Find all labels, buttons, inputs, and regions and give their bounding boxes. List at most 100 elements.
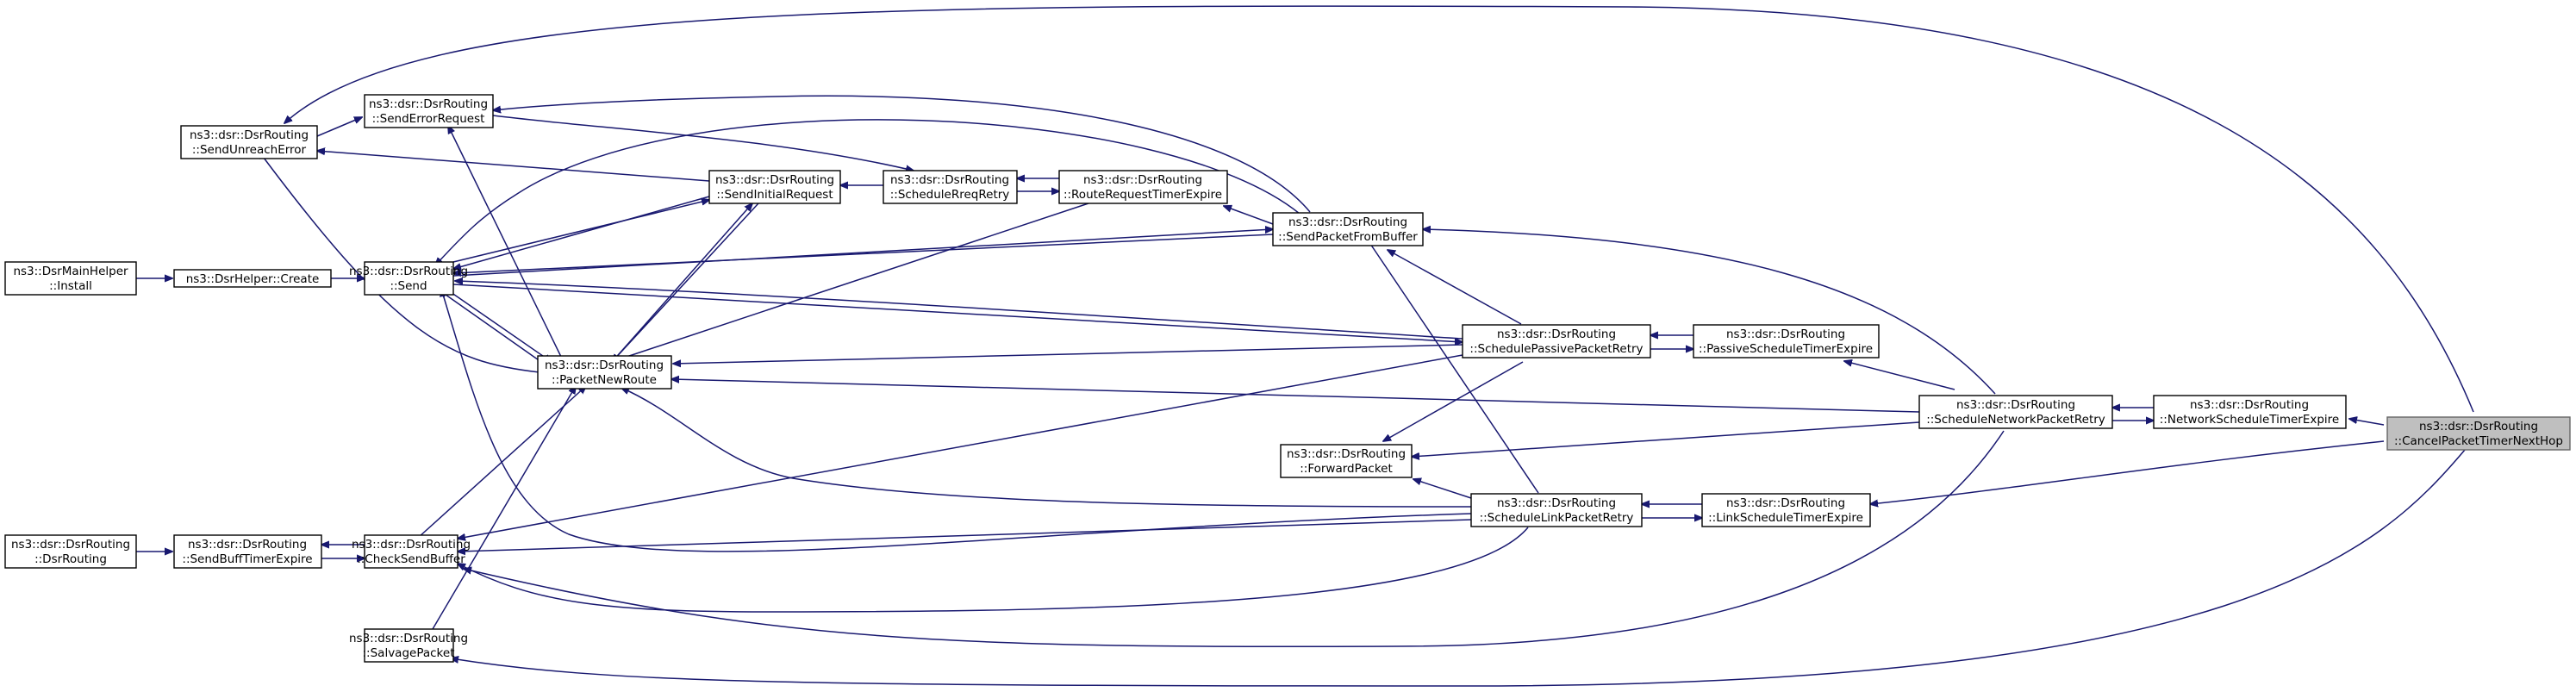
edge-pnr-to-error-request — [448, 126, 563, 359]
edge-sir-to-unreach — [317, 151, 710, 182]
edge-cancel-to-link-timer — [1870, 440, 2385, 504]
node-forward-packet[interactable]: ns3::dsr::DsrRouting ::ForwardPacket — [1280, 444, 1413, 478]
node-label-line2: ::SendUnreachError — [192, 143, 307, 157]
edge-cancel-to-unreach — [284, 5, 2474, 413]
edge-send-to-pnr — [447, 290, 552, 362]
node-label-line2: ::SendPacketFromBuffer — [1278, 230, 1418, 244]
node-link-schedule-timer-expire[interactable]: ns3::dsr::DsrRouting ::LinkScheduleTimer… — [1701, 493, 1871, 527]
edge-snpr-to-pnr — [671, 379, 1920, 413]
node-send[interactable]: ns3::dsr::DsrRouting ::Send — [349, 261, 468, 296]
node-route-request-timer-expire[interactable]: ns3::dsr::DsrRouting ::RouteRequestTimer… — [1058, 170, 1228, 204]
edge-slpr-to-checksend — [458, 519, 1472, 552]
node-label-line1: ns3::dsr::DsrRouting — [890, 173, 1009, 187]
node-label-line1: ns3::dsr::DsrRouting — [352, 538, 471, 552]
node-label-line1: ns3::dsr::DsrRouting — [369, 97, 488, 111]
node-label-line2: ::PacketNewRoute — [552, 373, 657, 387]
node-send-initial-request[interactable]: ns3::dsr::DsrRouting ::SendInitialReques… — [708, 170, 841, 204]
node-dsr-helper-create[interactable]: ns3::DsrHelper::Create — [173, 269, 332, 288]
edge-cancel-to-salvage — [451, 449, 2466, 687]
node-label-line1: ns3::dsr::DsrRouting — [545, 358, 664, 372]
edge-unreach-to-error-request — [316, 117, 362, 137]
node-label-line2: ::SchedulePassivePacketRetry — [1469, 342, 1643, 356]
node-schedule-rreq-retry[interactable]: ns3::dsr::DsrRouting ::ScheduleRreqRetry — [883, 170, 1018, 204]
edge-slpr-to-forward — [1413, 479, 1472, 499]
node-check-send-buffer[interactable]: ns3::dsr::DsrRouting ::CheckSendBuffer — [352, 534, 471, 569]
edge-slpr-to-spfb — [1365, 236, 1539, 494]
nodes: ns3::DsrMainHelper ::Install ns3::DsrHel… — [4, 94, 2571, 663]
edge-spfb-to-rrte — [1224, 206, 1274, 225]
edge-error-request-to-rreq — [492, 115, 914, 171]
node-label-line1: ns3::dsr::DsrRouting — [715, 173, 834, 187]
node-schedule-network-packet-retry[interactable]: ns3::dsr::DsrRouting ::ScheduleNetworkPa… — [1918, 395, 2113, 429]
node-label-line1: ns3::dsr::DsrRouting — [2419, 420, 2538, 433]
node-label-line1: ns3::dsr::DsrRouting — [1497, 327, 1616, 341]
edge-checksend-to-pnr — [417, 386, 586, 539]
node-label-line2: ::RouteRequestTimerExpire — [1063, 188, 1222, 202]
edge-snpr-to-passive-timer — [1844, 361, 1955, 390]
node-label-line1: ns3::dsr::DsrRouting — [349, 632, 468, 645]
node-send-packet-from-buffer[interactable]: ns3::dsr::DsrRouting ::SendPacketFromBuf… — [1272, 212, 1424, 246]
node-packet-new-route[interactable]: ns3::dsr::DsrRouting ::PacketNewRoute — [537, 355, 672, 390]
edge-sir-to-pnr — [612, 203, 759, 362]
node-label-line2: ::CancelPacketTimerNextHop — [2394, 434, 2563, 448]
node-label-line1: ns3::dsr::DsrRouting — [2190, 398, 2309, 412]
node-label-line1: ns3::dsr::DsrRouting — [1083, 173, 1202, 187]
node-label-line1: ns3::DsrHelper::Create — [186, 272, 320, 286]
edge-send-to-sir — [452, 200, 709, 263]
node-label-line2: ::CheckSendBuffer — [357, 552, 465, 566]
edge-slpr-to-sppr-ret — [458, 527, 1529, 613]
edge-sppr-to-send — [455, 281, 1463, 340]
node-schedule-passive-packet-retry[interactable]: ns3::dsr::DsrRouting ::SchedulePassivePa… — [1462, 324, 1651, 358]
edge-cancel-to-network-timer — [2349, 419, 2385, 426]
edge-spfb-to-send-top — [435, 119, 1300, 265]
edge-sppr-to-spfb — [1388, 250, 1522, 325]
node-label-line2: ::DsrRouting — [34, 552, 107, 566]
node-send-unreach-error[interactable]: ns3::dsr::DsrRouting ::SendUnreachError — [180, 125, 318, 159]
node-label-line2: ::PassiveScheduleTimerExpire — [1699, 342, 1873, 356]
node-label-line2: ::LinkScheduleTimerExpire — [1708, 511, 1863, 525]
node-label-line1: ns3::dsr::DsrRouting — [349, 265, 468, 278]
edge-sppr-to-checksend — [458, 354, 1463, 539]
edge-slpr-to-pnr — [621, 388, 1472, 508]
node-label-line1: ns3::dsr::DsrRouting — [1288, 215, 1407, 229]
edge-spfb-to-send — [453, 234, 1274, 273]
node-network-schedule-timer-expire[interactable]: ns3::dsr::DsrRouting ::NetworkScheduleTi… — [2153, 395, 2347, 429]
edge-pnr-to-unreach — [259, 151, 540, 373]
node-label-line2: ::Install — [49, 279, 92, 293]
node-label-line1: ns3::dsr::DsrRouting — [11, 538, 130, 552]
edge-salvage-to-pnr — [432, 386, 576, 630]
node-label-line1: ns3::dsr::DsrRouting — [1726, 496, 1845, 510]
node-label-line1: ns3::DsrMainHelper — [13, 265, 128, 278]
node-schedule-link-packet-retry[interactable]: ns3::dsr::DsrRouting ::ScheduleLinkPacke… — [1470, 493, 1643, 527]
edge-spfb-to-error-request — [493, 95, 1311, 213]
node-cancel-packet-timer-next-hop[interactable]: ns3::dsr::DsrRouting ::CancelPacketTimer… — [2386, 416, 2571, 451]
node-dsr-main-helper-install[interactable]: ns3::DsrMainHelper ::Install — [4, 261, 137, 296]
edge-send-to-sppr — [452, 284, 1463, 342]
edge-snpr-to-checksend — [464, 430, 2005, 648]
edge-sppr-to-forward — [1383, 361, 1524, 441]
node-label-line1: ns3::dsr::DsrRouting — [1726, 327, 1845, 341]
edges — [136, 5, 2474, 687]
node-label-line2: ::ForwardPacket — [1300, 462, 1393, 476]
edge-pnr-to-sir — [611, 203, 752, 363]
edge-sir-to-send — [453, 196, 710, 269]
node-send-buff-timer-expire[interactable]: ns3::dsr::DsrRouting ::SendBuffTimerExpi… — [173, 534, 322, 569]
node-passive-schedule-timer-expire[interactable]: ns3::dsr::DsrRouting ::PassiveScheduleTi… — [1693, 324, 1880, 358]
node-salvage-packet[interactable]: ns3::dsr::DsrRouting ::SalvagePacket — [349, 628, 468, 663]
edge-snpr-to-forward — [1412, 421, 1920, 457]
node-label-line2: ::SalvagePacket — [363, 646, 455, 660]
node-label-line1: ns3::dsr::DsrRouting — [1497, 496, 1616, 510]
node-label-line2: ::SendErrorRequest — [372, 112, 485, 126]
node-label-line2: ::SendInitialRequest — [716, 188, 833, 202]
node-label-line2: ::ScheduleRreqRetry — [890, 188, 1010, 202]
node-label-line1: ns3::dsr::DsrRouting — [188, 538, 307, 552]
edge-sppr-to-pnr — [673, 344, 1463, 364]
node-label-line1: ns3::dsr::DsrRouting — [190, 128, 309, 142]
edge-snpr-to-spfb — [1423, 229, 1996, 395]
node-dsr-routing-ctor[interactable]: ns3::dsr::DsrRouting ::DsrRouting — [4, 534, 137, 569]
node-label-line1: ns3::dsr::DsrRouting — [1956, 398, 2075, 412]
node-label-line2: ::SendBuffTimerExpire — [182, 552, 312, 566]
node-send-error-request[interactable]: ns3::dsr::DsrRouting ::SendErrorRequest — [364, 94, 494, 128]
node-label-line2: ::Send — [390, 279, 427, 293]
